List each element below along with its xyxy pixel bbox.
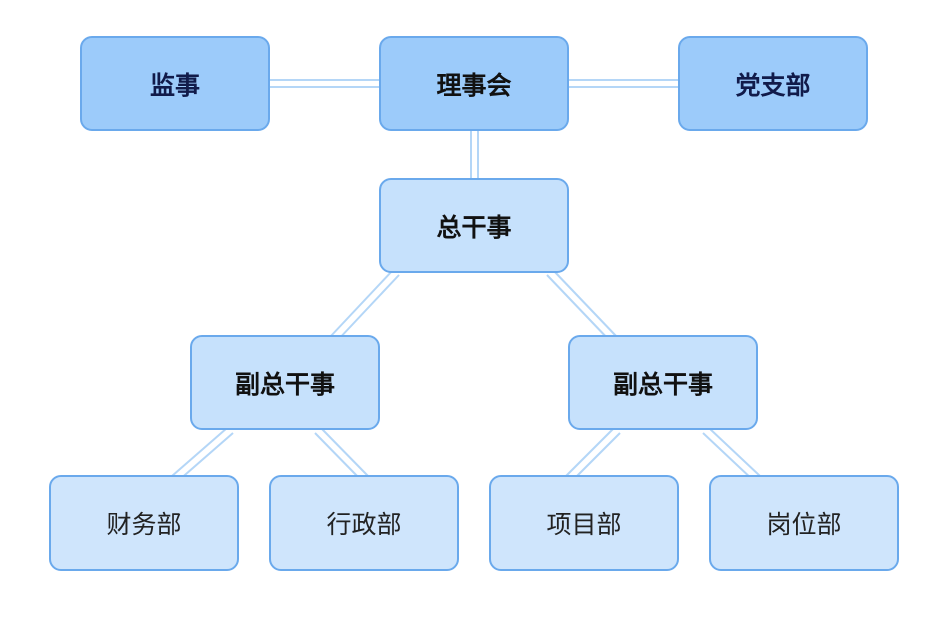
supervisor-label: 监事 [149, 70, 200, 100]
secretary-general-box: 总干事 [379, 178, 569, 273]
finance-dept-box: 财务部 [49, 475, 239, 571]
deputy-right-box: 副总干事 [568, 335, 758, 430]
positions-dept-label: 岗位部 [766, 510, 842, 539]
connector-deputy-left-admin [320, 427, 369, 477]
finance-dept-label: 财务部 [106, 510, 182, 539]
connector-secretary-deputy-left [329, 269, 394, 338]
projects-dept-label: 项目部 [546, 510, 622, 539]
projects-dept-box: 项目部 [489, 475, 679, 571]
deputy-left-label: 副总干事 [234, 369, 335, 399]
connector-secretary-deputy-right [552, 269, 618, 338]
deputy-left-box: 副总干事 [190, 335, 380, 430]
admin-dept-box: 行政部 [269, 475, 459, 571]
connector-deputy-right-positions [708, 427, 761, 477]
council-label: 理事会 [436, 70, 512, 100]
council-box: 理事会 [379, 36, 569, 131]
supervisor-box: 监事 [80, 36, 270, 131]
secretary-general-label: 总干事 [436, 212, 512, 242]
positions-dept-box: 岗位部 [709, 475, 899, 571]
admin-dept-label: 行政部 [326, 510, 402, 539]
connector-deputy-left-finance [171, 427, 228, 477]
connector-deputy-right-projects [565, 427, 615, 477]
deputy-right-label: 副总干事 [612, 369, 713, 399]
party-branch-box: 党支部 [678, 36, 868, 131]
party-branch-label: 党支部 [735, 70, 811, 100]
